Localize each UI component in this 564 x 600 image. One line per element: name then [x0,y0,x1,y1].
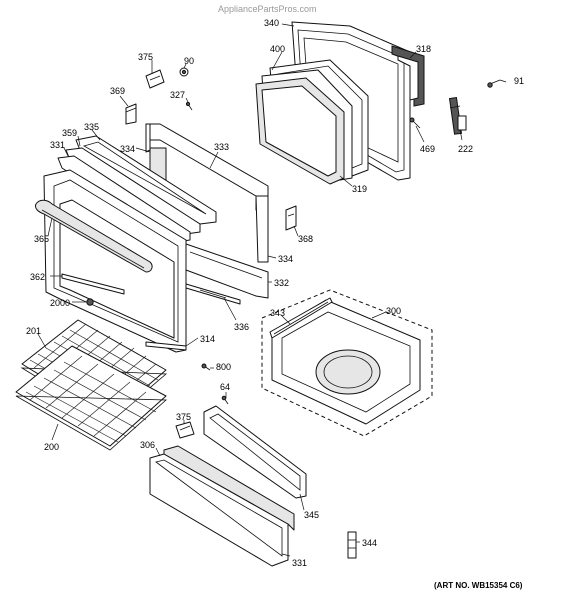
label-800[interactable]: 800 [216,362,231,372]
label-375-bottom[interactable]: 375 [176,412,191,422]
label-362[interactable]: 362 [30,272,45,282]
screw-91[interactable] [487,79,501,88]
screw-800[interactable] [201,363,211,371]
label-343[interactable]: 343 [270,308,285,318]
grommet-90[interactable] [179,67,189,77]
label-368[interactable]: 368 [298,234,313,244]
hinge-222[interactable] [448,97,467,135]
label-469[interactable]: 469 [420,144,435,154]
screw-327[interactable] [185,101,193,111]
bracket-375-bottom[interactable] [175,421,195,439]
leader-lines [37,23,507,557]
trim-314[interactable] [145,341,187,351]
label-400[interactable]: 400 [270,44,285,54]
label-300[interactable]: 300 [386,306,401,316]
drawer-panel-306[interactable] [149,445,295,567]
label-314[interactable]: 314 [200,334,215,344]
leveler-344[interactable] [347,531,357,559]
label-64[interactable]: 64 [220,382,230,392]
label-334-mid[interactable]: 334 [278,254,293,264]
label-90[interactable]: 90 [184,56,194,66]
screw-64[interactable] [221,395,229,405]
bracket-368[interactable] [285,205,297,231]
label-201[interactable]: 201 [26,326,41,336]
outer-door-365[interactable] [35,169,187,353]
label-344[interactable]: 344 [362,538,377,548]
label-331-bottom[interactable]: 331 [292,558,307,568]
label-359[interactable]: 359 [62,128,77,138]
rack-200[interactable] [15,345,168,451]
label-327[interactable]: 327 [170,90,185,100]
label-375-top[interactable]: 375 [138,52,153,62]
label-332[interactable]: 332 [274,278,289,288]
label-306[interactable]: 306 [140,440,155,450]
label-336[interactable]: 336 [234,322,249,332]
washer-2000[interactable] [86,298,94,306]
watermark: AppliancePartsPros.com [218,4,317,14]
label-318[interactable]: 318 [416,44,431,54]
label-365[interactable]: 365 [34,234,49,244]
label-222[interactable]: 222 [458,144,473,154]
label-345[interactable]: 345 [304,510,319,520]
label-335[interactable]: 335 [84,122,99,132]
art-number: (ART NO. WB15354 C6) [434,581,523,590]
door-panel-assembly[interactable] [255,21,425,185]
label-319[interactable]: 319 [352,184,367,194]
label-334-top[interactable]: 334 [120,144,135,154]
bracket-369[interactable] [125,103,137,125]
bracket-375-top[interactable] [145,69,165,89]
label-331-top[interactable]: 331 [50,140,65,150]
label-91[interactable]: 91 [514,76,524,86]
strip-336[interactable] [185,283,241,305]
label-200[interactable]: 200 [44,442,59,452]
drawer-front-345[interactable] [203,405,307,499]
label-369[interactable]: 369 [110,86,125,96]
screw-469[interactable] [409,117,421,129]
part-labels: 340 318 400 375 90 91 369 327 469 222 33… [26,18,524,568]
drawer-300[interactable] [261,289,433,437]
label-2000[interactable]: 2000 [50,298,70,308]
label-333[interactable]: 333 [214,142,229,152]
label-340[interactable]: 340 [264,18,279,28]
glide-343[interactable] [269,297,333,339]
trim-362[interactable] [61,273,125,295]
door-liner-335[interactable] [57,135,217,243]
